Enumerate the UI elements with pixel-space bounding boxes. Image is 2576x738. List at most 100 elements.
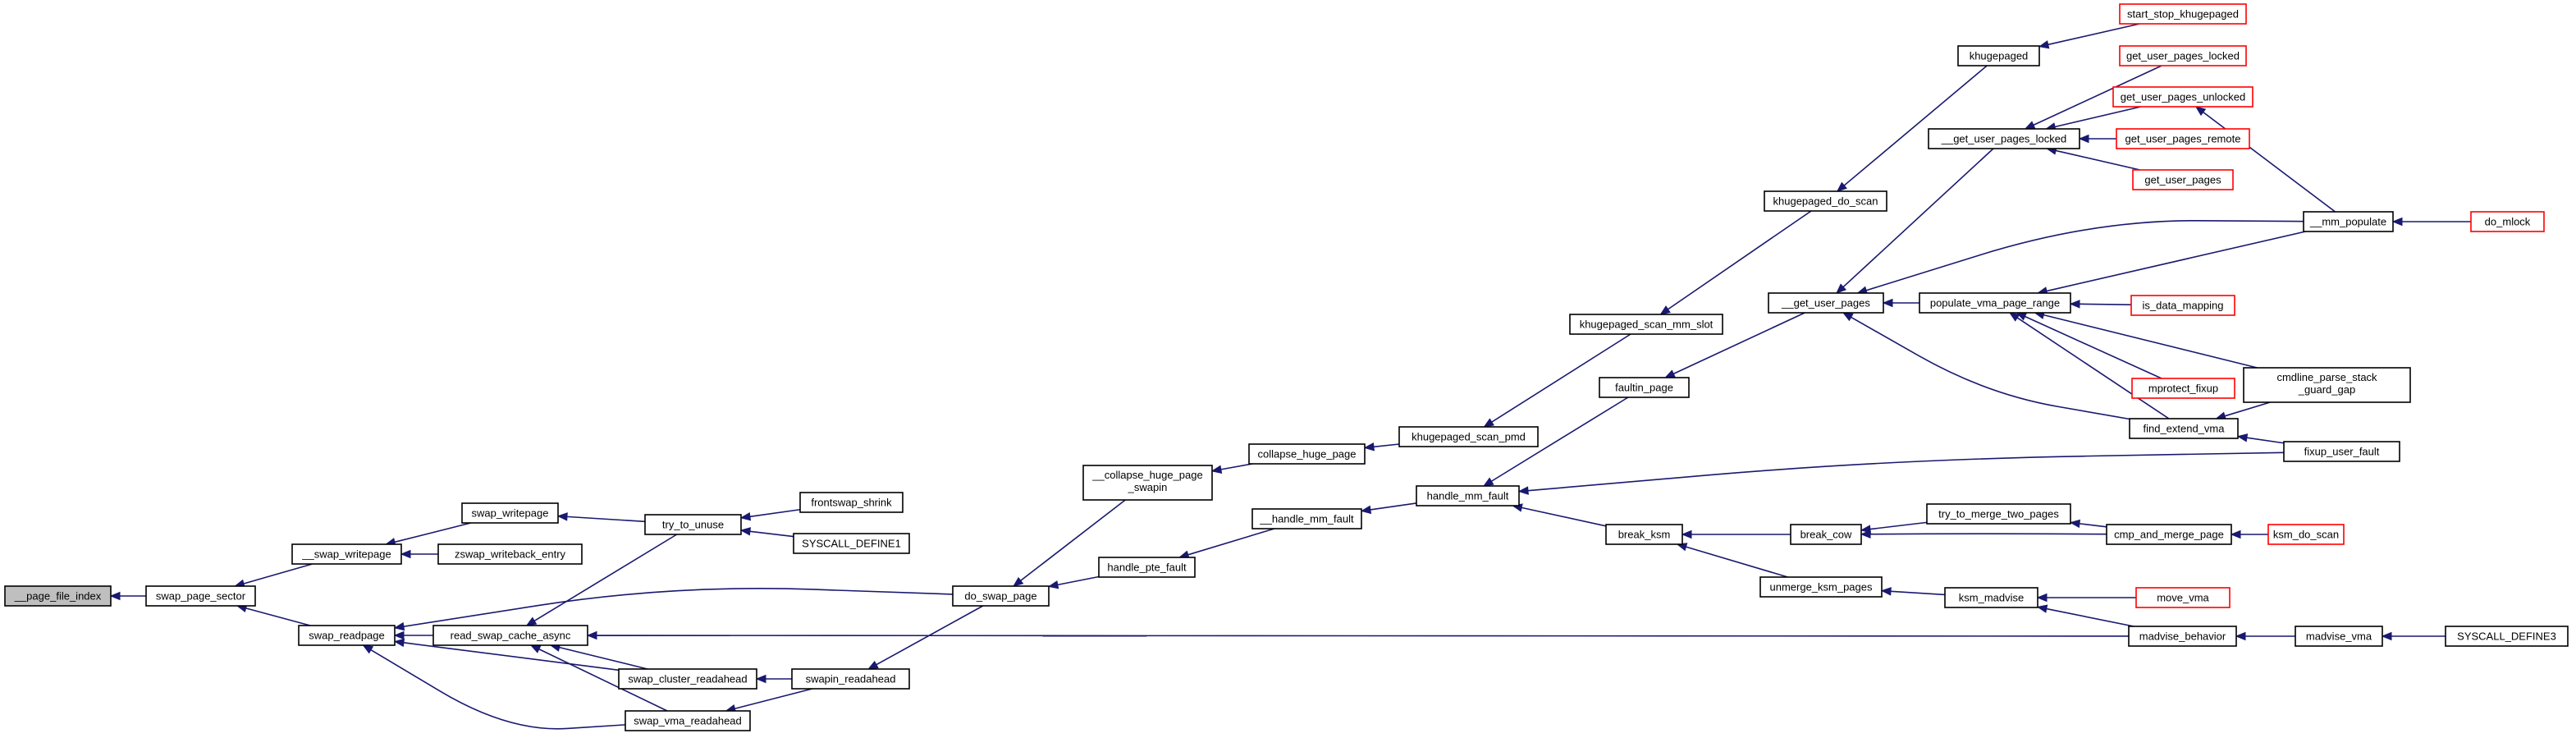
node-box xyxy=(2112,86,2253,108)
call-edge-n35-to-n34 xyxy=(2079,303,2132,305)
node-label: faultin_page xyxy=(1615,382,1673,394)
function-node-n1[interactable]: swap_page_sector xyxy=(145,585,256,607)
function-node-n10[interactable]: frontswap_shrink xyxy=(799,492,904,513)
function-node-n24[interactable]: faultin_page xyxy=(1599,377,1690,398)
node-label: zswap_writeback_entry xyxy=(455,548,566,561)
call-edge-n15-to-n13 xyxy=(1057,575,1100,586)
function-node-n22[interactable]: khugepaged xyxy=(1957,45,2040,66)
node-label: khugepaged xyxy=(1970,50,2029,62)
node-box xyxy=(2131,378,2235,399)
node-box xyxy=(437,543,583,565)
node-box xyxy=(2106,524,2232,545)
node-box xyxy=(793,533,910,554)
node-box xyxy=(2132,169,2234,190)
function-node-n31[interactable]: get_user_pages_unlocked xyxy=(2112,86,2253,108)
node-box xyxy=(625,710,751,731)
node-box xyxy=(461,502,559,524)
node-label: get_user_pages_unlocked xyxy=(2121,91,2246,103)
arrowhead-n9-to-n4 xyxy=(556,512,568,521)
function-node-n15[interactable]: handle_pte_fault xyxy=(1098,557,1196,578)
node-label: swap_cluster_readahead xyxy=(628,673,747,685)
function-node-n46[interactable]: move_vma xyxy=(2135,587,2231,608)
function-node-n48[interactable]: madvise_vma xyxy=(2295,626,2383,647)
node-box xyxy=(2243,367,2411,403)
call-edge-n14-to-n13 xyxy=(1020,499,1126,581)
function-node-n39[interactable]: do_mlock xyxy=(2470,211,2545,232)
function-node-n33[interactable]: get_user_pages xyxy=(2132,169,2234,190)
node-box xyxy=(1926,503,2071,525)
function-node-n0[interactable]: __page_file_index xyxy=(4,585,112,607)
function-node-n29[interactable]: __get_user_pages_locked xyxy=(1928,128,2080,149)
function-node-n11[interactable]: SYSCALL_DEFINE1 xyxy=(793,533,910,554)
node-label: _guard_gap xyxy=(2298,383,2355,396)
function-node-n9[interactable]: try_to_unuse xyxy=(644,514,742,535)
call-edge-n19-to-n17 xyxy=(1370,502,1417,511)
call-edge-n9-to-n4 xyxy=(566,516,646,523)
function-node-n43[interactable]: cmp_and_merge_page xyxy=(2106,524,2232,545)
function-node-n45[interactable]: ksm_madvise xyxy=(1944,587,2038,608)
function-node-n20[interactable]: khugepaged_scan_mm_slot xyxy=(1569,314,1723,335)
arrowhead-n20-to-n18 xyxy=(1483,418,1494,428)
function-node-n21[interactable]: khugepaged_do_scan xyxy=(1764,190,1887,212)
function-node-n16[interactable]: collapse_huge_page xyxy=(1248,443,1366,465)
arrowhead-n47-to-n45 xyxy=(2036,604,2048,613)
arrowhead-n16-to-n14 xyxy=(1210,465,1223,474)
node-box xyxy=(2119,45,2247,66)
function-node-n28[interactable]: unmerge_ksm_pages xyxy=(1759,576,1883,598)
call-edge-n23-to-n22 xyxy=(2048,23,2140,46)
function-node-n4[interactable]: swap_writepage xyxy=(461,502,559,524)
call-edge-n13-to-n3 xyxy=(403,588,954,627)
node-box xyxy=(1919,292,2071,314)
function-node-n35[interactable]: is_data_mapping xyxy=(2130,295,2235,316)
arrowhead-n14-to-n13 xyxy=(1013,576,1024,587)
function-node-n17[interactable]: __handle_mm_fault xyxy=(1251,508,1362,529)
function-node-n8[interactable]: swap_vma_readahead xyxy=(625,710,751,731)
function-node-n40[interactable]: cmdline_parse_stack_guard_gap xyxy=(2243,367,2411,403)
arrowhead-n9-to-n6 xyxy=(525,617,538,626)
function-node-n41[interactable]: fixup_user_fault xyxy=(2283,441,2400,462)
function-node-n19[interactable]: handle_mm_fault xyxy=(1416,485,1520,507)
function-node-n38[interactable]: __mm_populate xyxy=(2303,211,2394,232)
function-node-n32[interactable]: get_user_pages_remote xyxy=(2116,128,2250,149)
function-node-n13[interactable]: do_swap_page xyxy=(952,585,1050,607)
function-node-n7[interactable]: swap_cluster_readahead xyxy=(618,668,757,690)
call-edge-n47-to-n6 xyxy=(596,635,2130,637)
call-edge-n38-to-n31 xyxy=(2203,111,2336,213)
call-edge-n29-to-n26 xyxy=(1842,148,1994,288)
function-node-n12[interactable]: swapin_readahead xyxy=(791,668,910,690)
function-node-n37[interactable]: find_extend_vma xyxy=(2129,418,2239,439)
function-node-n49[interactable]: SYSCALL_DEFINE3 xyxy=(2445,626,2569,647)
call-edge-n3-to-n1 xyxy=(245,607,311,626)
call-edge-n47-to-n45 xyxy=(2046,607,2134,627)
function-node-n27[interactable]: break_cow xyxy=(1790,524,1862,545)
node-label: try_to_unuse xyxy=(662,519,724,531)
function-node-n14[interactable]: __collapse_huge_page_swapin xyxy=(1082,465,1213,501)
function-node-n47[interactable]: madvise_behavior xyxy=(2128,626,2237,647)
function-node-n36[interactable]: mprotect_fixup xyxy=(2131,378,2235,399)
node-label: __collapse_huge_page xyxy=(1091,469,1202,481)
function-node-n5[interactable]: zswap_writeback_entry xyxy=(437,543,583,565)
node-label: swap_writepage xyxy=(472,507,549,520)
function-node-n34[interactable]: populate_vma_page_range xyxy=(1919,292,2071,314)
function-node-n25[interactable]: break_ksm xyxy=(1605,524,1683,545)
function-node-n23[interactable]: start_stop_khugepaged xyxy=(2119,3,2247,25)
call-edge-n40-to-n34 xyxy=(2043,314,2258,369)
function-node-n26[interactable]: __get_user_pages xyxy=(1768,292,1884,314)
function-node-n2[interactable]: __swap_writepage xyxy=(291,543,402,565)
function-node-n30[interactable]: get_user_pages_locked xyxy=(2119,45,2247,66)
node-box xyxy=(2135,587,2231,608)
node-label: __handle_mm_fault xyxy=(1259,513,1354,525)
function-node-n42[interactable]: try_to_merge_two_pages xyxy=(1926,503,2071,525)
function-node-n18[interactable]: khugepaged_scan_pmd xyxy=(1398,426,1539,447)
call-edge-n28-to-n25 xyxy=(1686,546,1788,578)
arrowhead-n39-to-n38 xyxy=(2391,217,2403,227)
function-node-n6[interactable]: read_swap_cache_async xyxy=(432,625,588,646)
node-label: swap_page_sector xyxy=(156,590,246,603)
function-node-n3[interactable]: swap_readpage xyxy=(298,625,396,646)
call-edge-n9-to-n6 xyxy=(533,534,678,621)
call-edge-n31-to-n29 xyxy=(2054,106,2141,128)
arrowhead-n35-to-n34 xyxy=(2069,300,2080,309)
arrowhead-n44-to-n43 xyxy=(2230,529,2241,539)
node-label: break_ksm xyxy=(1618,529,1671,541)
function-node-n44[interactable]: ksm_do_scan xyxy=(2267,524,2345,545)
